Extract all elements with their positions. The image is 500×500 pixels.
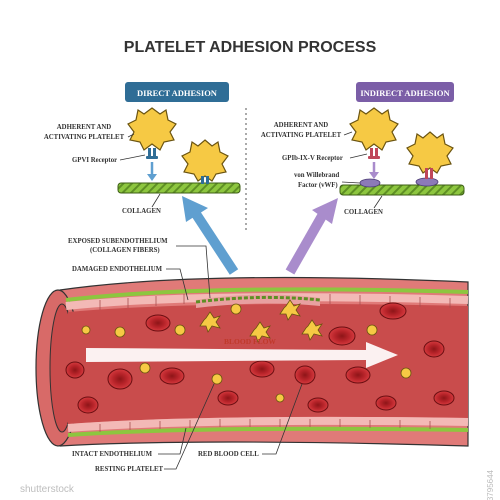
label-intact-endothelium: INTACT ENDOTHELIUM — [72, 451, 153, 458]
indirect-leader-collagen — [373, 195, 383, 209]
direct-label-platelet-line1: ADHERENT AND — [57, 124, 112, 131]
arrow-to-direct — [191, 211, 239, 275]
label-resting-platelet: RESTING PLATELET — [95, 466, 164, 473]
gpib-receptor-icon — [368, 148, 380, 159]
watermark-brand: shutterstock — [20, 484, 75, 495]
arrow-to-indirect — [285, 213, 327, 275]
arrow-to-indirect-head — [312, 198, 338, 224]
leader-intact-endothelium — [158, 427, 187, 455]
indirect-adhesion-badge — [356, 82, 454, 102]
label-exposed-subendothelium-line1: EXPOSED SUBENDOTHELIUM — [68, 238, 168, 245]
direct-adhesion-badge — [125, 82, 229, 102]
arrow-to-direct-head — [182, 196, 208, 222]
indirect-label-collagen: COLLAGEN — [344, 209, 383, 216]
activated-platelets-cluster — [199, 299, 323, 343]
direct-leader-collagen — [151, 193, 161, 208]
indirect-label-platelet-line2: ACTIVATING PLATELET — [261, 132, 342, 139]
indirect-label-receptor: GPIb-IX-V Receptor — [282, 155, 343, 162]
indirect-leader-receptor — [349, 153, 368, 159]
exposed-collagen-fibers — [195, 295, 321, 304]
page-title: PLATELET ADHESION PROCESS — [124, 39, 377, 56]
direct-label-platelet-line2: ACTIVATING PLATELET — [44, 134, 125, 141]
direct-label-collagen: COLLAGEN — [122, 208, 161, 215]
leader-damaged-endothelium — [166, 268, 189, 301]
indirect-leader-platelet — [343, 131, 353, 136]
direct-leader-platelet — [127, 133, 135, 138]
indirect-adhesion-badge-label: INDIRECT ADHESION — [360, 88, 450, 98]
leader-resting-platelet — [164, 383, 215, 470]
indirect-label-platelet-line1: ADHERENT AND — [274, 122, 329, 129]
label-damaged-endothelium: DAMAGED ENDOTHELIUM — [72, 266, 163, 273]
blood-flow-label: BLOOD FLOW — [224, 337, 276, 346]
watermark-image-id: 1853795644 — [486, 469, 495, 500]
leader-red-blood-cell — [262, 383, 303, 455]
direct-label-receptor: GPVI Receptor — [72, 157, 117, 164]
indirect-collagen-fiber — [339, 184, 465, 196]
direct-adhesion-panel: DIRECT ADHESION ADHERENT AND ACTIVATING … — [44, 82, 241, 215]
indirect-label-vwf-line2: Factor (vWF) — [298, 182, 338, 189]
direct-binding-arrowhead — [147, 174, 157, 181]
label-red-blood-cell: RED BLOOD CELL — [198, 451, 259, 458]
direct-platelet-adherent — [127, 107, 177, 151]
indirect-binding-arrowhead — [369, 172, 379, 179]
leader-exposed-subendothelium — [176, 245, 211, 299]
direct-leader-receptor — [119, 154, 146, 161]
indirect-leader-vwf — [341, 181, 361, 184]
direct-platelet-bound — [181, 139, 229, 184]
gpvi-receptor-icon — [146, 148, 158, 159]
blood-flow-arrow — [86, 342, 398, 368]
indirect-platelet-bound — [406, 131, 454, 179]
indirect-label-vwf-line1: von Willebrand — [294, 172, 339, 179]
red-blood-cells — [65, 302, 455, 414]
direct-collagen-fiber — [117, 182, 241, 194]
indirect-adhesion-panel: INDIRECT ADHESION ADHERENT AND A — [261, 82, 465, 216]
label-exposed-subendothelium-line2: (COLLAGEN FIBERS) — [90, 247, 160, 254]
indirect-platelet-adherent — [349, 107, 399, 151]
direct-adhesion-badge-label: DIRECT ADHESION — [137, 88, 218, 98]
resting-platelets — [81, 303, 412, 403]
